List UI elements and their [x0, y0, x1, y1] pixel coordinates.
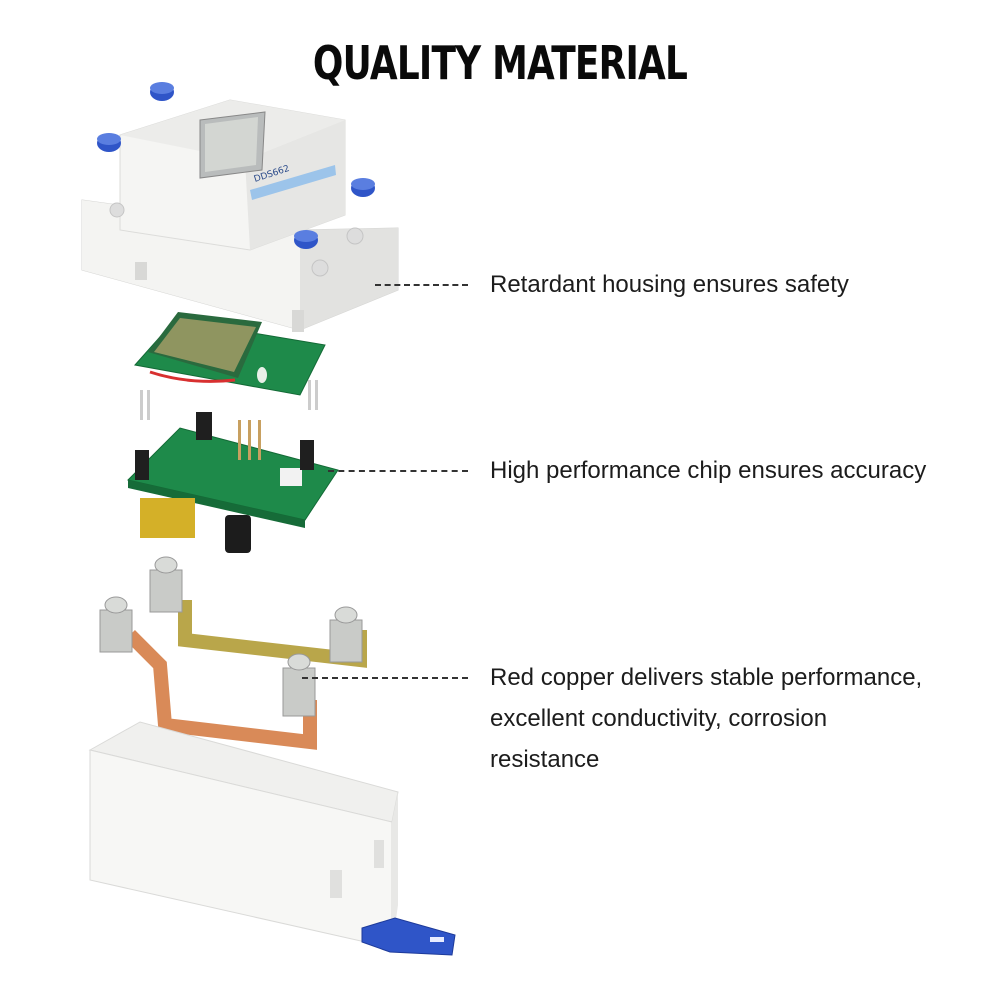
leader-line	[328, 470, 468, 472]
bottom-housing	[88, 721, 399, 949]
page-title: QUALITY MATERIAL	[312, 36, 688, 90]
callout-line: Retardant housing ensures safety	[490, 271, 849, 298]
main-pcb	[127, 412, 339, 553]
leader-line	[302, 677, 468, 679]
leader-line	[375, 284, 468, 286]
callout-line: High performance chip ensures accuracy	[490, 457, 927, 484]
display-board	[134, 312, 326, 420]
top-housing: DDS662	[81, 99, 399, 332]
copper-terminals	[99, 556, 367, 750]
callout-text: High performance chip ensures accuracy	[490, 450, 926, 491]
callout-line: excellent conductivity, corrosion	[490, 705, 828, 732]
callout-line: Red copper delivers stable performance,	[490, 664, 923, 691]
callout-text: Retardant housing ensures safety	[490, 264, 849, 305]
callout-housing: Retardant housing ensures safety	[375, 270, 849, 305]
din-clip	[361, 917, 456, 956]
callout-text: Red copper delivers stable performance, …	[490, 657, 922, 780]
callout-copper: Red copper delivers stable performance, …	[302, 663, 922, 780]
callout-chip: High performance chip ensures accuracy	[328, 456, 926, 491]
blue-screw-caps	[97, 82, 375, 249]
callout-line: resistance	[490, 746, 600, 773]
